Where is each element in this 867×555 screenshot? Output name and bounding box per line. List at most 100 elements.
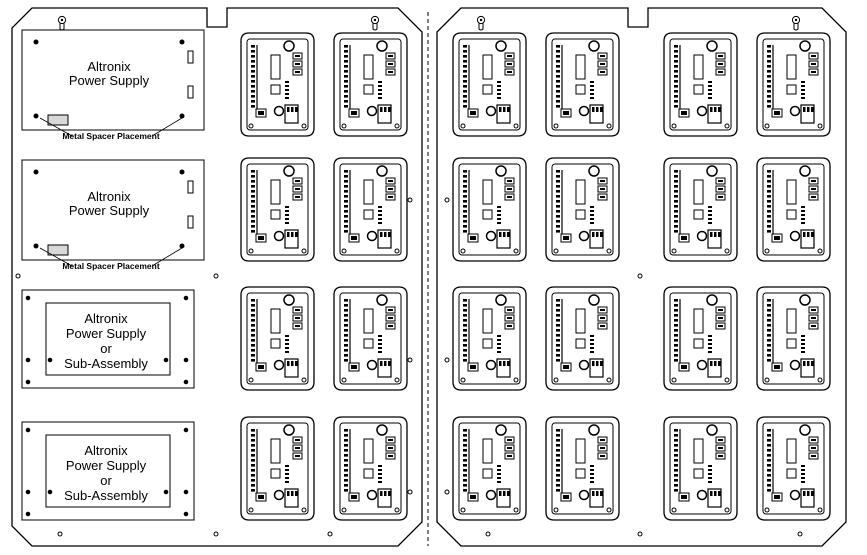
screw-hole-icon bbox=[15, 273, 21, 279]
terminal-pin bbox=[463, 444, 467, 447]
screw-hole-icon bbox=[341, 507, 347, 513]
terminal-pin bbox=[251, 489, 255, 492]
terminal-pin bbox=[674, 454, 678, 457]
chip bbox=[575, 338, 586, 349]
chip bbox=[786, 438, 797, 464]
component bbox=[285, 93, 289, 95]
connector-pins bbox=[718, 309, 723, 311]
access-controller-board bbox=[663, 286, 738, 391]
terminal-pin bbox=[463, 230, 467, 233]
component bbox=[590, 477, 594, 479]
chip bbox=[693, 84, 704, 95]
ring-component bbox=[578, 230, 590, 242]
power-pin bbox=[295, 107, 298, 112]
terminal-pin bbox=[556, 449, 560, 452]
connector-pins bbox=[718, 317, 723, 319]
component bbox=[497, 335, 501, 337]
terminal-pin bbox=[463, 324, 467, 327]
terminal-pin bbox=[556, 85, 560, 88]
power-pin bbox=[807, 107, 810, 112]
chip bbox=[363, 84, 374, 95]
connector-pins bbox=[388, 196, 393, 198]
screw-hole-icon bbox=[301, 507, 307, 513]
chip bbox=[575, 84, 586, 95]
terminal-pin bbox=[767, 195, 771, 198]
power-pin bbox=[388, 361, 391, 366]
chip bbox=[270, 308, 281, 334]
component bbox=[378, 339, 382, 341]
terminal-pin bbox=[251, 314, 255, 317]
terminal-pin bbox=[251, 319, 255, 322]
terminal-pin bbox=[344, 210, 348, 213]
component bbox=[590, 85, 594, 87]
power-pin bbox=[287, 491, 290, 496]
terminal-pin bbox=[674, 85, 678, 88]
chip bbox=[575, 438, 586, 464]
terminal-pin bbox=[767, 85, 771, 88]
component bbox=[378, 473, 382, 475]
connector-pins bbox=[507, 55, 512, 57]
power-pin bbox=[807, 361, 810, 366]
terminal-pin bbox=[674, 225, 678, 228]
screw-hole-icon bbox=[606, 507, 612, 513]
terminal-pin bbox=[767, 100, 771, 103]
power-pin bbox=[596, 491, 599, 496]
connector-pins bbox=[600, 71, 605, 73]
connector-pins bbox=[507, 63, 512, 65]
connector-pins bbox=[507, 71, 512, 73]
terminal-pin bbox=[674, 210, 678, 213]
screw-hole-icon bbox=[47, 489, 53, 495]
port-inner bbox=[258, 111, 264, 115]
terminal-pin bbox=[767, 319, 771, 322]
chip bbox=[693, 179, 704, 205]
component bbox=[285, 343, 289, 345]
chip bbox=[575, 179, 586, 205]
power-supply-outline bbox=[21, 159, 205, 261]
ring-component bbox=[273, 489, 285, 501]
power-pin bbox=[714, 107, 717, 112]
access-controller-board bbox=[545, 32, 620, 137]
terminal-pin bbox=[556, 324, 560, 327]
terminal-pin bbox=[767, 474, 771, 477]
power-supply-label: Power Supply bbox=[69, 203, 150, 218]
power-pin bbox=[503, 491, 506, 496]
access-controller-board bbox=[663, 416, 738, 521]
terminal-pin bbox=[556, 75, 560, 78]
terminal-pin bbox=[251, 185, 255, 188]
connector-pins bbox=[507, 196, 512, 198]
port-inner bbox=[774, 111, 780, 115]
component bbox=[590, 335, 594, 337]
terminal-pin bbox=[251, 220, 255, 223]
power-pin bbox=[384, 361, 387, 366]
component bbox=[590, 351, 594, 353]
screw-hole-icon bbox=[764, 123, 770, 129]
port-inner bbox=[563, 111, 569, 115]
battery-icon bbox=[376, 294, 388, 306]
battery-icon bbox=[283, 424, 295, 436]
access-controller-board bbox=[545, 157, 620, 262]
terminal-pin bbox=[463, 354, 467, 357]
screw-hole-icon bbox=[341, 123, 347, 129]
component bbox=[801, 351, 805, 353]
connector-pins bbox=[507, 455, 512, 457]
component bbox=[285, 477, 289, 479]
terminal-pin bbox=[344, 220, 348, 223]
power-pin bbox=[507, 491, 510, 496]
connector-pins bbox=[811, 63, 816, 65]
terminal-pin bbox=[556, 469, 560, 472]
terminal-pin bbox=[344, 190, 348, 193]
access-controller-board bbox=[333, 416, 408, 521]
terminal-pin bbox=[767, 70, 771, 73]
terminal-pin bbox=[251, 80, 255, 83]
terminal-pin bbox=[556, 349, 560, 352]
terminal-pin bbox=[463, 50, 467, 53]
screw-hole-icon bbox=[341, 248, 347, 254]
power-pin bbox=[803, 361, 806, 366]
terminal-pin bbox=[463, 489, 467, 492]
access-controller-board bbox=[452, 32, 527, 137]
chip bbox=[363, 338, 374, 349]
component bbox=[378, 351, 382, 353]
terminal-pin bbox=[463, 85, 467, 88]
screw-hole-icon bbox=[163, 357, 169, 363]
